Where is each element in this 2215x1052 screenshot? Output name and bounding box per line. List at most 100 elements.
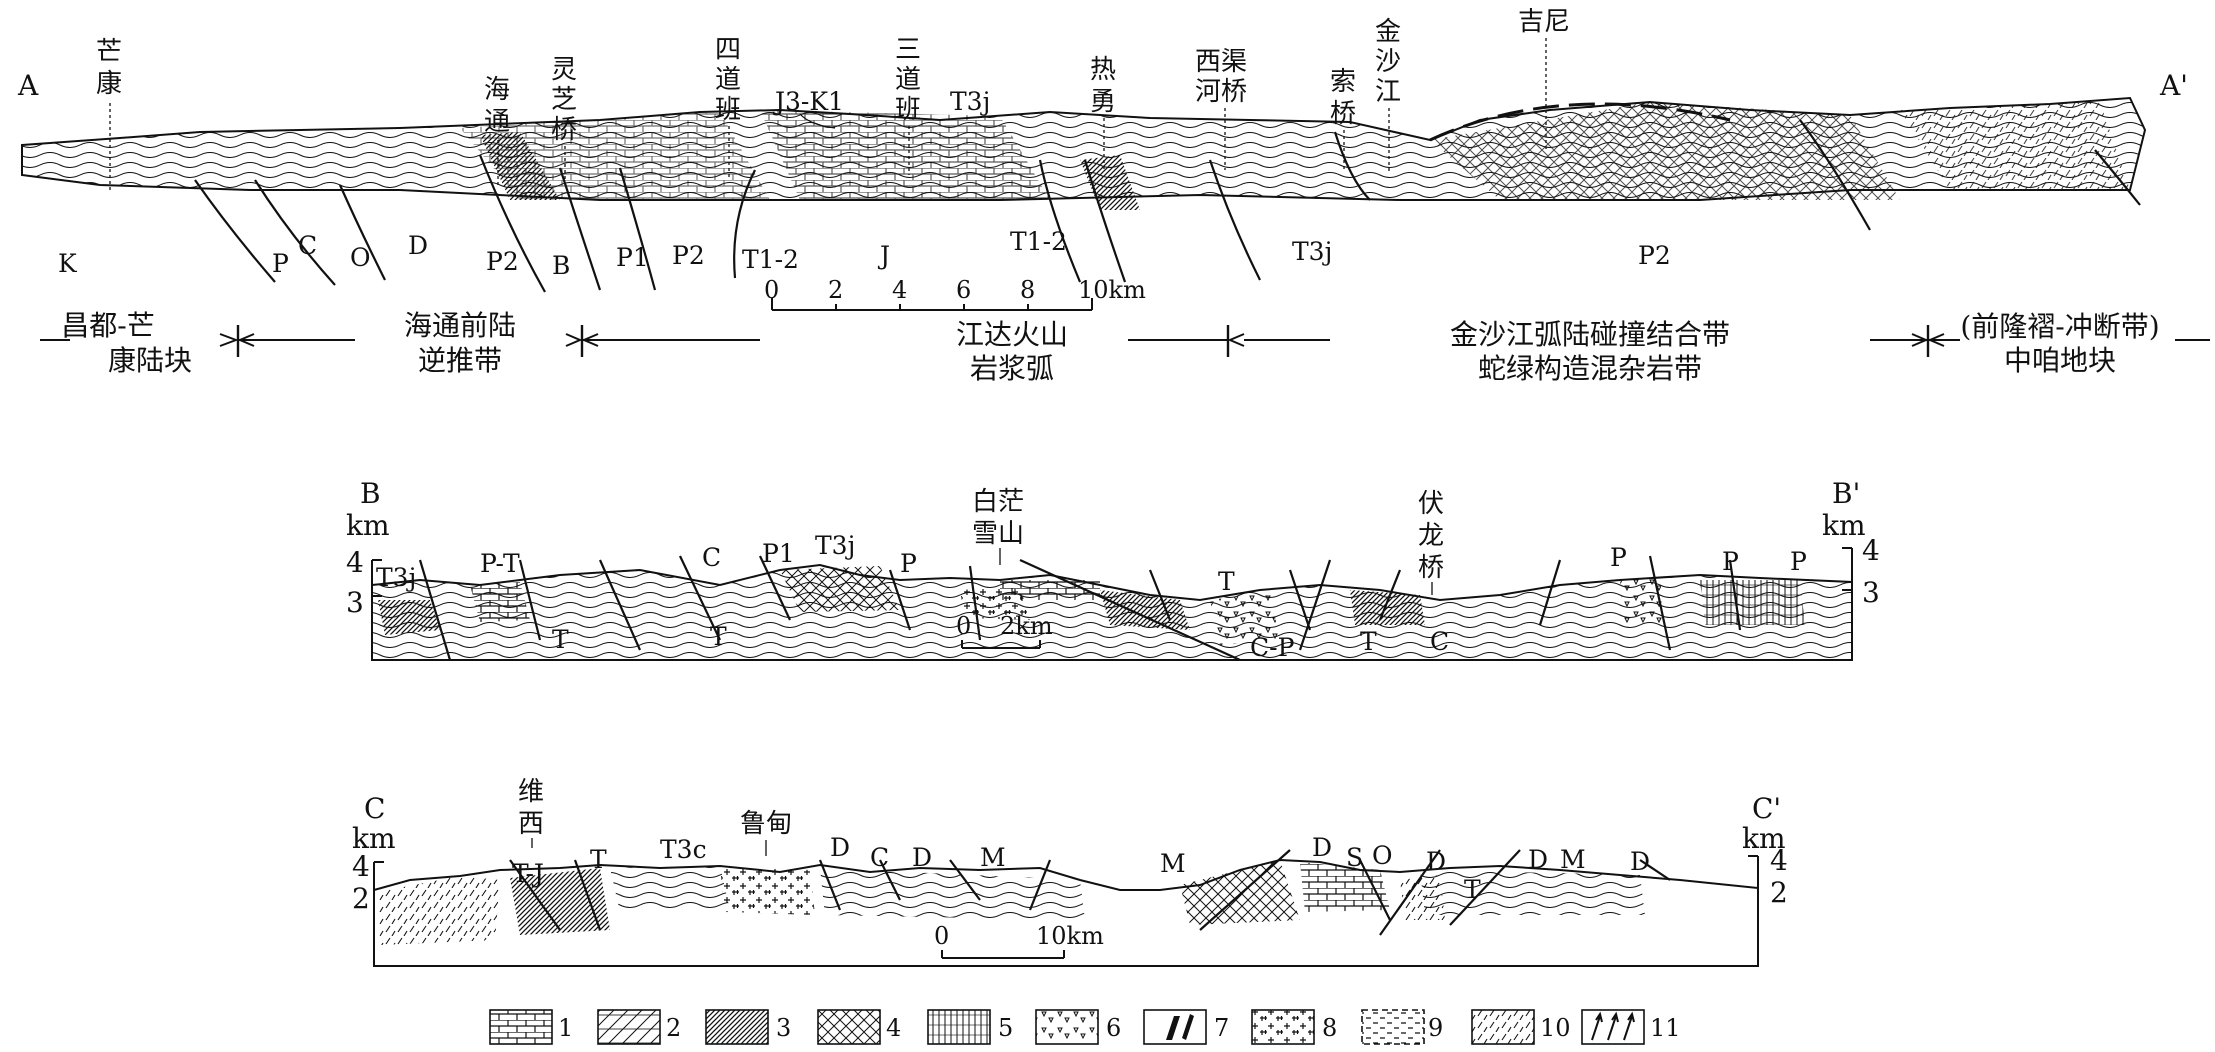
section-a-place-mangkang: 芒 康 xyxy=(96,37,122,192)
zone-label: 金沙江弧陆碰撞结合带 xyxy=(1450,318,1730,351)
section-a-zone-bar xyxy=(40,325,2210,357)
section-c-elev-right-top: 4 xyxy=(1770,844,1788,877)
section-b-elev-right-bottom: 3 xyxy=(1862,576,1880,609)
section-a-fill-east xyxy=(1430,102,1900,200)
place-jinshajiang-2: 沙 xyxy=(1375,47,1401,77)
section-c-scale-bar: 0 10km xyxy=(934,922,1104,959)
legend-number: 1 xyxy=(558,1014,573,1042)
section-a-place-suoqiao: 索 桥 xyxy=(1330,67,1356,172)
place-mangkang-1: 芒 xyxy=(96,37,122,67)
section-b-elev-right-top: 4 xyxy=(1862,534,1880,567)
section-a: A A' 芒 康 xyxy=(17,7,2210,385)
legend-item-6: 6 xyxy=(1035,1009,1121,1045)
section-a-place-xiquhe: 西渠 河桥 xyxy=(1195,47,1247,170)
section-a-fill-ophiolite xyxy=(1080,155,1140,210)
section-b-unit-left: km xyxy=(346,509,390,542)
stratum-label: J xyxy=(877,241,890,270)
legend-number: 9 xyxy=(1428,1014,1443,1042)
section-b-strata: T3j P-T C P1 T3j P T T T C-P T C P P P xyxy=(376,531,1807,662)
stratum-label: D xyxy=(912,843,932,872)
stratum-label: T xyxy=(1464,875,1481,904)
legend-number: 5 xyxy=(998,1014,1013,1042)
place-lingzhiqiao-3: 桥 xyxy=(551,115,577,145)
stratum-label: P2 xyxy=(1638,241,1671,270)
stratum-label: P1 xyxy=(762,539,795,568)
stratum-label: P xyxy=(1722,547,1739,576)
section-a-zone-jiangda: 江达火山 岩浆弧 xyxy=(956,318,1068,385)
section-b-elev-left-bottom: 3 xyxy=(346,586,364,619)
section-a-fill-east-slant xyxy=(1900,102,2130,190)
section-a-zone-haitong: 海通前陆 逆推带 xyxy=(404,309,516,377)
section-c-elev-left-bottom: 2 xyxy=(352,882,370,915)
stratum-label: C-P xyxy=(1250,633,1294,662)
zone-label: 昌都-芒 xyxy=(61,309,154,342)
place-suoqiao-1: 索 xyxy=(1330,67,1356,97)
legend-item-1: 1 xyxy=(489,1009,573,1045)
section-c-fill-4 xyxy=(720,866,815,915)
legend-number: 2 xyxy=(666,1014,681,1042)
place-lingzhiqiao-1: 灵 xyxy=(551,55,577,85)
stratum-label: P xyxy=(272,249,289,278)
section-c-fill-9 xyxy=(1400,875,1445,920)
legend-item-5: 5 xyxy=(927,1009,1013,1045)
section-c-fill-6 xyxy=(1180,860,1300,925)
stratum-label: D xyxy=(408,231,428,260)
place-weixi-2: 西 xyxy=(518,809,544,839)
section-c-end-label: C' xyxy=(1752,792,1781,825)
stratum-label: C xyxy=(298,231,317,260)
place-jinshajiang-3: 江 xyxy=(1375,77,1401,107)
section-a-fill-dense xyxy=(480,132,560,200)
section-c-fill-1 xyxy=(378,876,500,945)
section-c-fill-3 xyxy=(610,866,730,912)
legend-number: 4 xyxy=(886,1014,901,1042)
stratum-label: P xyxy=(900,549,917,578)
legend: 1 2 3 4 5 6 7 8 xyxy=(489,1009,1681,1045)
stratum-label: C xyxy=(702,543,721,572)
stratum-label: T xyxy=(552,625,569,654)
place-xiquhe-1: 西渠 xyxy=(1195,47,1247,77)
zone-label: 江达火山 xyxy=(956,318,1068,351)
section-c-fill-8 xyxy=(1420,870,1645,915)
zone-label: 蛇绿构造混杂岩带 xyxy=(1478,352,1702,385)
section-b-fill-2 xyxy=(470,582,530,622)
section-b-fill-6 xyxy=(1210,592,1280,645)
stratum-label: T3c xyxy=(660,835,707,864)
section-c-fill-5 xyxy=(820,868,1085,920)
stratum-label: T-J xyxy=(512,859,544,888)
section-c-place-ludian: 鲁甸 xyxy=(740,809,792,856)
stratum-label: M xyxy=(1160,849,1186,878)
stratum-label: T xyxy=(1218,567,1235,596)
stratum-label: M xyxy=(1560,845,1586,874)
section-b-start-label: B xyxy=(360,477,381,510)
stratum-label: D xyxy=(830,833,850,862)
zone-label: 岩浆弧 xyxy=(970,352,1054,385)
stratum-label: O xyxy=(350,243,371,272)
section-c-start-label: C xyxy=(364,792,385,825)
section-c-place-weixi: 维 西 xyxy=(518,777,544,848)
section-a-scale-bar: 0 2 4 6 8 10km xyxy=(764,276,1146,311)
stratum-label: D xyxy=(1528,845,1548,874)
section-a-place-lingzhiqiao: 灵 芝 桥 xyxy=(551,55,577,185)
stratum-label: D xyxy=(1630,847,1650,876)
place-reyong-2: 勇 xyxy=(1090,87,1116,117)
stratum-label: P-T xyxy=(480,549,520,578)
place-sandaoban-3: 班 xyxy=(895,95,921,125)
zone-label: 中咱地块 xyxy=(2004,344,2116,377)
section-b-end-label: B' xyxy=(1832,477,1860,510)
stratum-label: P2 xyxy=(486,247,519,276)
place-jinshajiang-1: 金 xyxy=(1375,17,1401,47)
section-c-elev-left-top: 4 xyxy=(352,850,370,883)
section-b-unit-right: km xyxy=(1822,509,1866,542)
scale-tick-label: 0 xyxy=(956,612,971,640)
section-a-place-sandaoban: 三 道 班 xyxy=(895,35,921,175)
place-sidaoban-2: 道 xyxy=(715,65,741,95)
fault-arrows-icon xyxy=(1591,1011,1635,1041)
legend-number: 10 xyxy=(1540,1014,1571,1042)
legend-number: 11 xyxy=(1650,1014,1681,1042)
stratum-label: M xyxy=(980,843,1006,872)
place-xiquhe-2: 河桥 xyxy=(1195,77,1247,107)
place-ludian: 鲁甸 xyxy=(740,809,792,839)
scale-tick-label: 8 xyxy=(1020,276,1035,304)
section-a-strata: K P C O D P2 B P1 P2 T1-2 J T1-2 T3j P2 … xyxy=(58,87,1671,280)
scale-tick-label: 6 xyxy=(956,276,971,304)
